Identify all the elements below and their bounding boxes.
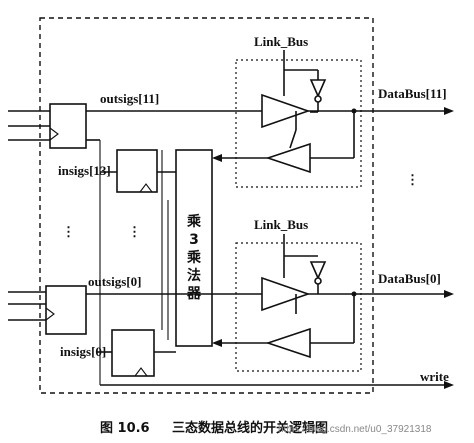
enable-in-upper-b [289, 129, 297, 149]
label-outsigs-11: outsigs[11] [100, 91, 159, 106]
outer-boundary [39, 17, 374, 394]
tristate-buffer-in-0 [265, 327, 311, 359]
clock-marker-insigs-13 [139, 183, 153, 193]
inverter-top-bubble [314, 95, 322, 103]
ellipsis-center: ⋮ [128, 224, 141, 239]
label-insigs-13: insigs[13] [58, 163, 111, 178]
label-link-bus-bottom: Link_Bus [254, 217, 308, 232]
label-write: write [420, 369, 449, 384]
block-char-1: 3 [189, 232, 199, 248]
watermark: https://blog.csdn.net/u0_37921318 [278, 424, 432, 435]
clock-marker-insigs-0 [134, 367, 148, 377]
label-databus-0: DataBus[0] [378, 271, 441, 286]
inverter-bottom [309, 261, 327, 280]
arrow-return-upper [212, 154, 222, 162]
label-outsigs-0: outsigs[0] [88, 274, 141, 289]
label-databus-11: DataBus[11] [378, 86, 447, 101]
upper-buffer-box [235, 59, 362, 188]
arrow-databus-11 [444, 107, 454, 115]
register-outsigs-0 [45, 285, 87, 335]
ellipsis-left: ⋮ [62, 224, 75, 239]
block-char-2: 乘 [186, 249, 202, 266]
arrow-write [444, 381, 454, 389]
label-link-bus-top: Link_Bus [254, 34, 308, 49]
multiplier-block [175, 149, 213, 347]
tristate-buffer-out-11 [261, 93, 311, 129]
inverter-top [309, 79, 327, 98]
register-outsigs-11 [49, 103, 87, 149]
label-insigs-0: insigs[0] [60, 344, 106, 359]
figure-number: 图 10.6 [100, 421, 150, 436]
clock-marker-lower [45, 307, 55, 321]
register-insigs-0 [111, 329, 155, 377]
block-char-0: 乘 [186, 213, 202, 230]
figure-title: 三态数据总线的开关逻辑图 [172, 420, 328, 436]
ellipsis-right: ⋮ [406, 172, 419, 187]
inverter-bottom-bubble [314, 277, 322, 285]
clock-marker [49, 127, 59, 141]
register-insigs-13 [116, 149, 158, 193]
block-char-3: 法 [187, 267, 201, 284]
lower-buffer-box [235, 242, 362, 372]
arrow-databus-0 [444, 290, 454, 298]
tristate-buffer-out-0 [261, 276, 311, 312]
arrow-return-lower [212, 339, 222, 347]
tristate-buffer-in-13 [265, 142, 311, 174]
